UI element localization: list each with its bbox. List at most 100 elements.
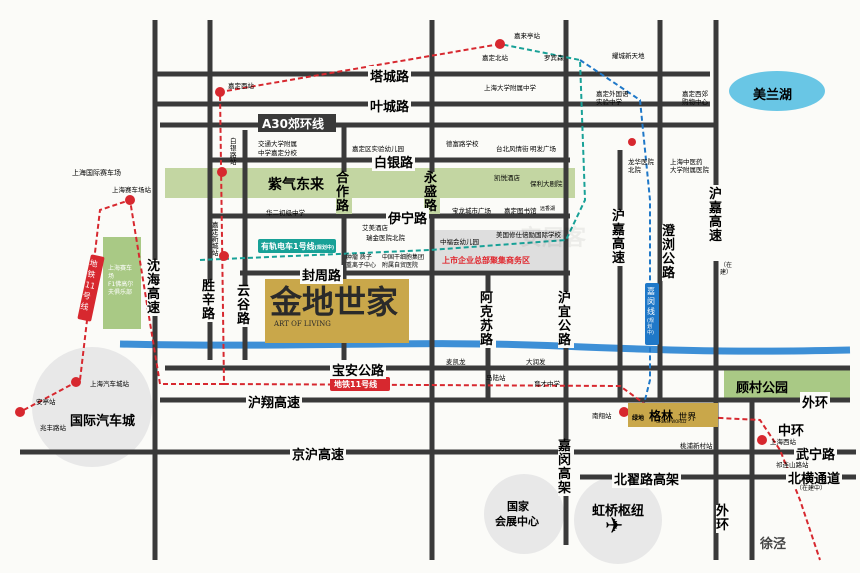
road-shengxin: 胜辛路 [202, 280, 218, 322]
station-malu: 马陆站 [486, 374, 506, 382]
poi-fanzhi: 罗宾森 [544, 54, 564, 62]
circuit-label: 上海国际赛车场 [72, 169, 121, 177]
jiamin-label-bg [645, 283, 659, 345]
poi-ganxibao-2: 附属自贸医院 [382, 262, 419, 269]
road-fengzhou: 封周路 [300, 265, 344, 284]
poi-zhongyi-2: 大学附属医院 [670, 166, 709, 174]
greenland-world: 世界 [678, 413, 697, 423]
road-beiheng-sub: （在建中） [796, 485, 827, 492]
expo-circle [484, 474, 564, 554]
road-hujia: 沪嘉高速 [709, 187, 723, 244]
poi-longhua-1: 龙华医院 [628, 158, 654, 166]
auto-city-label: 国际汽车城 [70, 414, 136, 429]
jiamin-line-sub: (规划中) [647, 318, 654, 336]
poi-xijiao-1: 嘉定西郊 [682, 90, 708, 98]
road-hujing: 京沪高速 [290, 444, 347, 463]
expo-label-2: 会展中心 [495, 515, 539, 528]
jiamin-line-label: 嘉闵线 [647, 287, 655, 316]
road-tacheng: 塔城路 [368, 66, 412, 85]
auto-city-circle [32, 347, 152, 467]
road-yecheng: 叶城路 [368, 96, 412, 115]
road-xujing: 徐泾 [760, 537, 787, 552]
tram-label: 有轨电车1号线(规划中) [261, 242, 335, 251]
expo-label-1: 国家 [507, 500, 529, 513]
poi-zhongyi-1: 上海中医药 [670, 158, 703, 166]
poi-yuanxiang-lake: 远香湖 [540, 206, 556, 212]
poi-zhongliu-2: 重离子中心 [346, 262, 377, 269]
road-zhonghuan: 中环 [776, 420, 807, 439]
road-waihuan: 外环 [800, 392, 831, 411]
poi-zhongliu-1: 肿瘤 质子 [346, 254, 372, 261]
poi-mingfa: 明发广场 [530, 145, 556, 153]
poi-dexiang: 德富路学校 [446, 140, 479, 148]
poi-longhua-2: 北院 [628, 166, 641, 174]
road-baiyin: 白银路 [372, 152, 416, 171]
tram-label-bg [258, 239, 336, 253]
station-jiading-xi: 嘉定西站 [228, 82, 254, 90]
f1-golf-area [103, 237, 141, 329]
station-qilianshan: 祁连山路站 [776, 461, 809, 469]
road-yining: 伊宁路 [386, 208, 430, 227]
greenland-small: 绿地 [632, 415, 645, 422]
project-en: ART OF LIVING [274, 320, 331, 328]
road-huyi: 沪宜公路 [558, 292, 574, 348]
ziqi-green-band [165, 168, 575, 198]
watermark: 安居客 [520, 226, 587, 251]
station-nanxiang: 南翔站 [592, 412, 612, 420]
poi-ailan: 艾美酒店 [362, 224, 388, 232]
road-wuning: 武宁路 [794, 444, 838, 463]
road-baoan: 宝安公路 [330, 360, 387, 379]
poi-ruijin: 瑞金医院北院 [366, 234, 405, 242]
road-waihuan-2: 外环 [716, 505, 732, 533]
poi-zhongfu: 中福会幼儿园 [440, 238, 479, 246]
metro11-label-bg [330, 377, 390, 391]
road-huxiang: 沪翔高速 [246, 392, 303, 411]
poi-meifeng: 耀城新天地 [612, 52, 645, 60]
hongqiao-label: 虹桥枢纽 [592, 504, 645, 519]
poi-yucai: 育才中学 [534, 380, 560, 388]
project-name: 金地世家 [270, 283, 399, 321]
gucun-park-label: 顾村公园 [736, 381, 789, 396]
road-yongsheng: 永盛路 [424, 172, 440, 214]
poi-darunfa: 大润发 [526, 358, 546, 366]
metro11-label: 地铁11号线 [334, 380, 378, 389]
poi-waiguoyu-2: 实验中学 [596, 98, 622, 106]
poi-meiguo: 美国修仕倍励国际学校 [496, 231, 561, 239]
jiamin-line-path [579, 59, 651, 421]
metro-stations [15, 39, 767, 445]
station-jialai: 嘉来亭站 [514, 32, 540, 40]
greenland-en: GREEN WORLD [656, 419, 687, 424]
station-zhaoxiang: 兆丰路站 [40, 424, 66, 432]
greenland-name: 格林 [649, 409, 674, 423]
greenland-logo-bg [628, 403, 718, 427]
road-chengliu: 澄浏公路 [662, 225, 678, 281]
station-shanghai-xi: 上海西站 [770, 438, 796, 446]
metro11-west-label-bg [77, 254, 105, 322]
road-a30: A30郊环线 [262, 117, 324, 131]
road-jiamin: 嘉闵高架 [558, 440, 574, 496]
hujia-label-bg [708, 185, 724, 261]
poi-waiguoyu-1: 嘉定外国语 [596, 90, 629, 98]
poi-jiaotong-1: 交通大学附属 [258, 140, 297, 148]
hongqiao-circle [574, 476, 662, 564]
station-saiche: 上海赛车场站 [112, 186, 151, 194]
station-jiading-bei: 嘉定北站 [482, 54, 508, 62]
road-hujia-expressway: 沪嘉高速 [612, 210, 628, 266]
poi-shiyan-youeryuan: 嘉定区实验幼儿园 [352, 145, 404, 153]
station-qiche: 上海汽车城站 [90, 380, 129, 388]
road-chengliu-sub: （在建） [720, 262, 733, 276]
greenland-logo: 绿地 格林 世界 GREEN WORLD [632, 405, 716, 425]
poi-jiaotong-2: 中学嘉定分校 [258, 149, 297, 157]
metro11-west-path [19, 198, 224, 413]
river [119, 340, 851, 355]
road-beiheng: 北横通道 [786, 468, 843, 487]
poi-ganxibao-1: 中国干细胞集团 [382, 254, 425, 261]
airplane-icon: ✈ [605, 514, 624, 539]
station-taoyuan: 桃浦新村站 [680, 442, 713, 450]
poi-library: 嘉定图书馆 [504, 207, 537, 215]
poi-fengqing-jiudian: 凯悦酒店 [494, 174, 520, 182]
project-logo[interactable]: 金地世家 ART OF LIVING [270, 284, 404, 338]
